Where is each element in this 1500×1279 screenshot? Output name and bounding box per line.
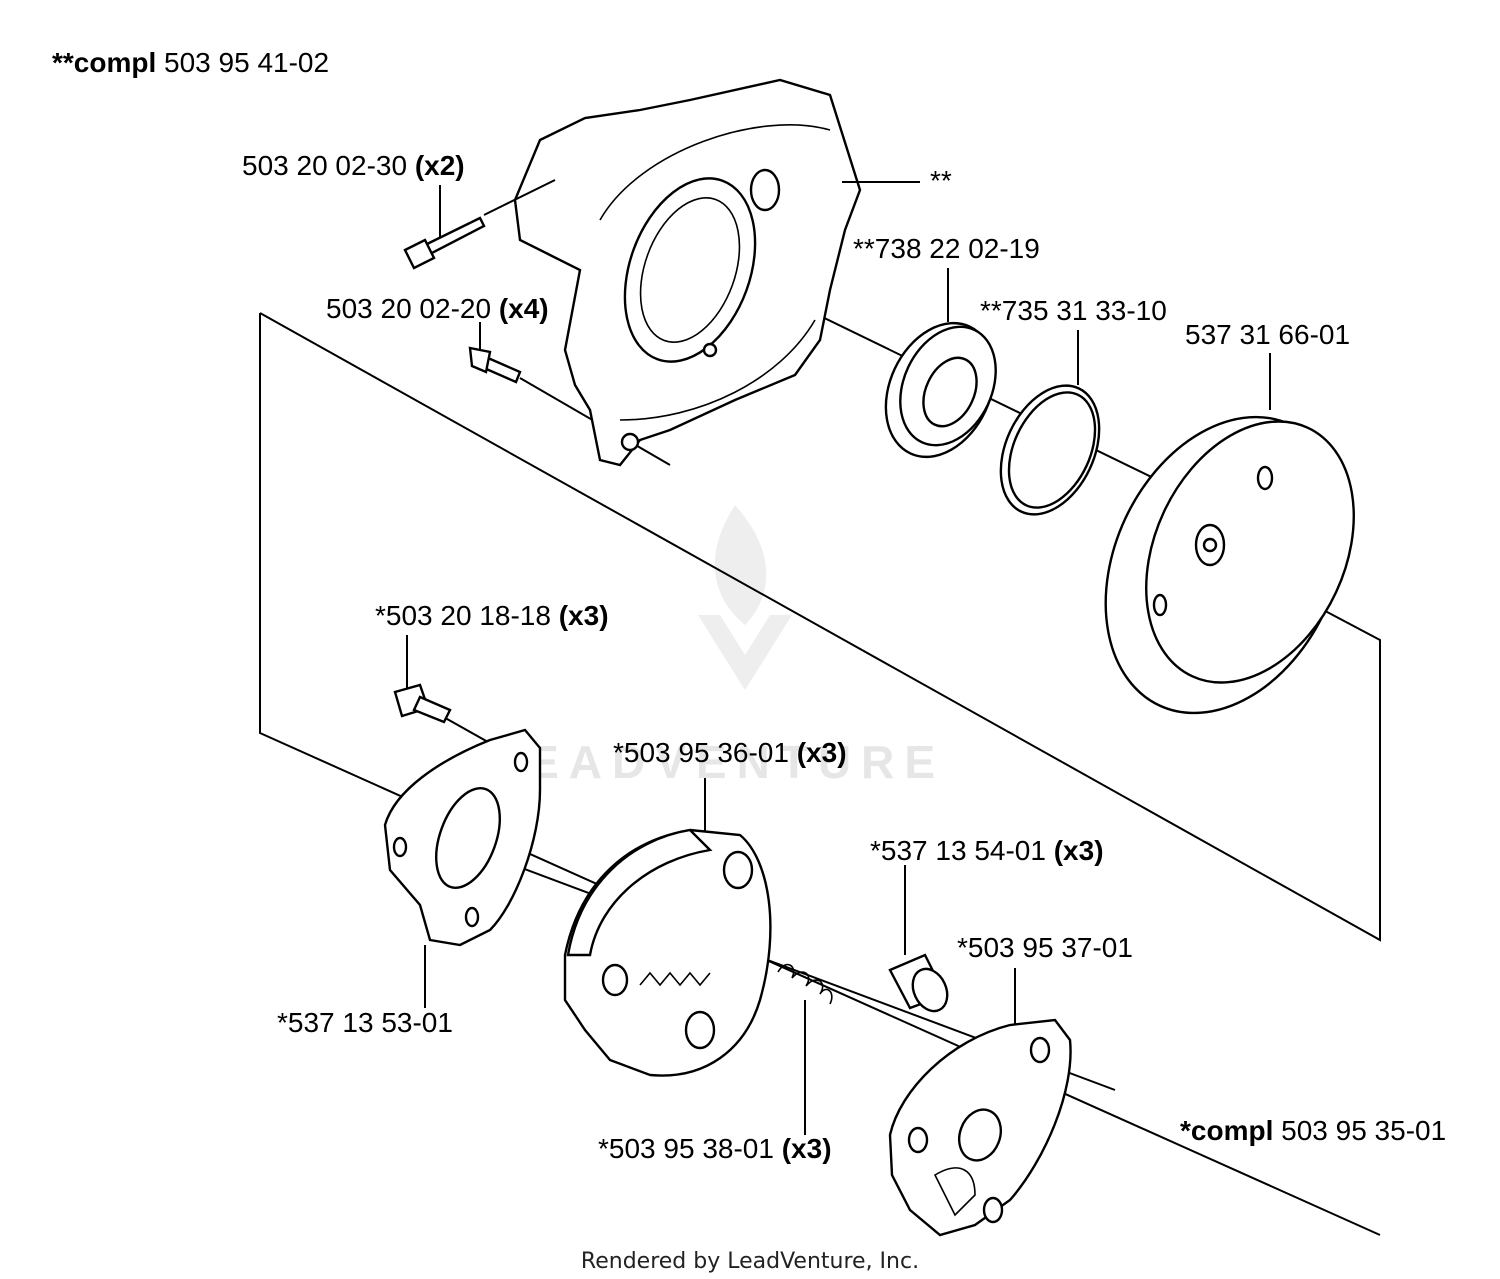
screw-b-shank bbox=[482, 356, 522, 384]
housing-hole bbox=[749, 168, 781, 212]
label-bearing: **738 22 02-19 bbox=[853, 233, 1040, 264]
axis-line-screw-a bbox=[483, 179, 556, 216]
circlip bbox=[999, 330, 1101, 516]
housing-bore-inner bbox=[639, 197, 741, 343]
label-compl-clutch-prefix: *compl bbox=[1180, 1115, 1273, 1146]
clutch-drum bbox=[1104, 353, 1355, 715]
spring-coil bbox=[777, 963, 833, 1005]
label-shoe: *503 95 36-01 (x3) bbox=[613, 737, 847, 768]
assembly-title-prefix: **compl bbox=[52, 47, 156, 78]
label-shoe-part: *503 95 36-01 bbox=[613, 737, 789, 768]
label-screw-a: 503 20 02-30 (x2) bbox=[242, 150, 465, 181]
label-bushing-part: *537 13 54-01 bbox=[870, 835, 1046, 866]
label-spring-part: *503 95 38-01 bbox=[598, 1133, 774, 1164]
label-screw-b-part: 503 20 02-20 bbox=[326, 293, 491, 324]
spring bbox=[777, 963, 833, 1135]
plate-hole-3 bbox=[464, 906, 480, 928]
label-circlip: **735 31 33-10 bbox=[980, 295, 1167, 326]
clutch-housing bbox=[513, 78, 920, 467]
plate-hole-2 bbox=[392, 836, 408, 858]
plate-hole bbox=[513, 751, 529, 773]
assembly-title: **compl 503 95 41-02 bbox=[52, 47, 329, 78]
screw-a-head bbox=[403, 238, 436, 270]
drum-hub-center bbox=[1202, 537, 1218, 553]
bushing-end bbox=[911, 967, 949, 1013]
label-bolt-qty: (x3) bbox=[559, 600, 609, 631]
label-plate: *537 13 53-01 bbox=[277, 1007, 453, 1038]
housing-screw-hole bbox=[620, 432, 640, 452]
screw-b bbox=[468, 322, 522, 384]
shoe-pivot-3 bbox=[601, 963, 629, 997]
bolt-shank bbox=[412, 695, 452, 724]
label-screw-b-qty: (x4) bbox=[499, 293, 549, 324]
shoe-spring bbox=[639, 971, 711, 987]
shoe-pivot-2 bbox=[684, 1010, 716, 1050]
plate-bore bbox=[435, 787, 501, 889]
watermark: LEADVENTURE bbox=[490, 505, 945, 788]
hub-hole bbox=[1029, 1036, 1051, 1064]
label-bolt-part: *503 20 18-18 bbox=[375, 600, 551, 631]
housing-rib bbox=[599, 124, 831, 421]
label-hub: *503 95 37-01 bbox=[957, 932, 1133, 963]
label-bushing-qty: (x3) bbox=[1054, 835, 1104, 866]
label-bolt: *503 20 18-18 (x3) bbox=[375, 600, 609, 631]
bearing-inner bbox=[922, 356, 978, 428]
label-bushing: *537 13 54-01 (x3) bbox=[870, 835, 1104, 866]
plate bbox=[383, 728, 542, 1008]
clutch-shoe bbox=[563, 778, 772, 1077]
label-screw-b: 503 20 02-20 (x4) bbox=[326, 293, 549, 324]
assembly-title-number: 503 95 41-02 bbox=[164, 47, 329, 78]
drum-hole-2 bbox=[1152, 593, 1168, 617]
hub-window bbox=[933, 1167, 976, 1217]
housing-bore bbox=[623, 177, 757, 363]
label-screw-a-qty: (x2) bbox=[415, 150, 465, 181]
label-screw-a-part: 503 20 02-30 bbox=[242, 150, 407, 181]
drum-hole bbox=[1256, 465, 1274, 491]
shoe-pivot bbox=[722, 850, 754, 890]
hub-hole-3 bbox=[982, 1196, 1004, 1224]
label-compl-clutch: *compl 503 95 35-01 bbox=[1180, 1115, 1446, 1146]
label-spring-qty: (x3) bbox=[782, 1133, 832, 1164]
bushing bbox=[888, 865, 949, 1013]
label-spring: *503 95 38-01 (x3) bbox=[598, 1133, 832, 1164]
label-drum: 537 31 66-01 bbox=[1185, 319, 1350, 350]
bolt bbox=[393, 635, 452, 724]
hub bbox=[888, 968, 1072, 1237]
circlip-ring-inner bbox=[1007, 391, 1097, 509]
drum-back bbox=[1145, 420, 1355, 684]
label-compl-clutch-number: 503 95 35-01 bbox=[1281, 1115, 1446, 1146]
watermark-logo bbox=[698, 505, 792, 690]
housing-screw-hole-2 bbox=[702, 342, 718, 358]
watermark-text: LEADVENTURE bbox=[490, 736, 945, 788]
bearing bbox=[884, 268, 997, 459]
label-shoe-qty: (x3) bbox=[797, 737, 847, 768]
screw-b-head bbox=[468, 346, 492, 374]
screw-a bbox=[403, 179, 556, 270]
footer-credit: Rendered by LeadVenture, Inc. bbox=[581, 1249, 919, 1274]
screw-a-shank bbox=[423, 216, 486, 256]
label-housing-mark: ** bbox=[930, 165, 952, 196]
hub-hole-2 bbox=[907, 1126, 929, 1154]
shoe-lining bbox=[566, 828, 713, 957]
hub-boss bbox=[958, 1108, 1002, 1162]
